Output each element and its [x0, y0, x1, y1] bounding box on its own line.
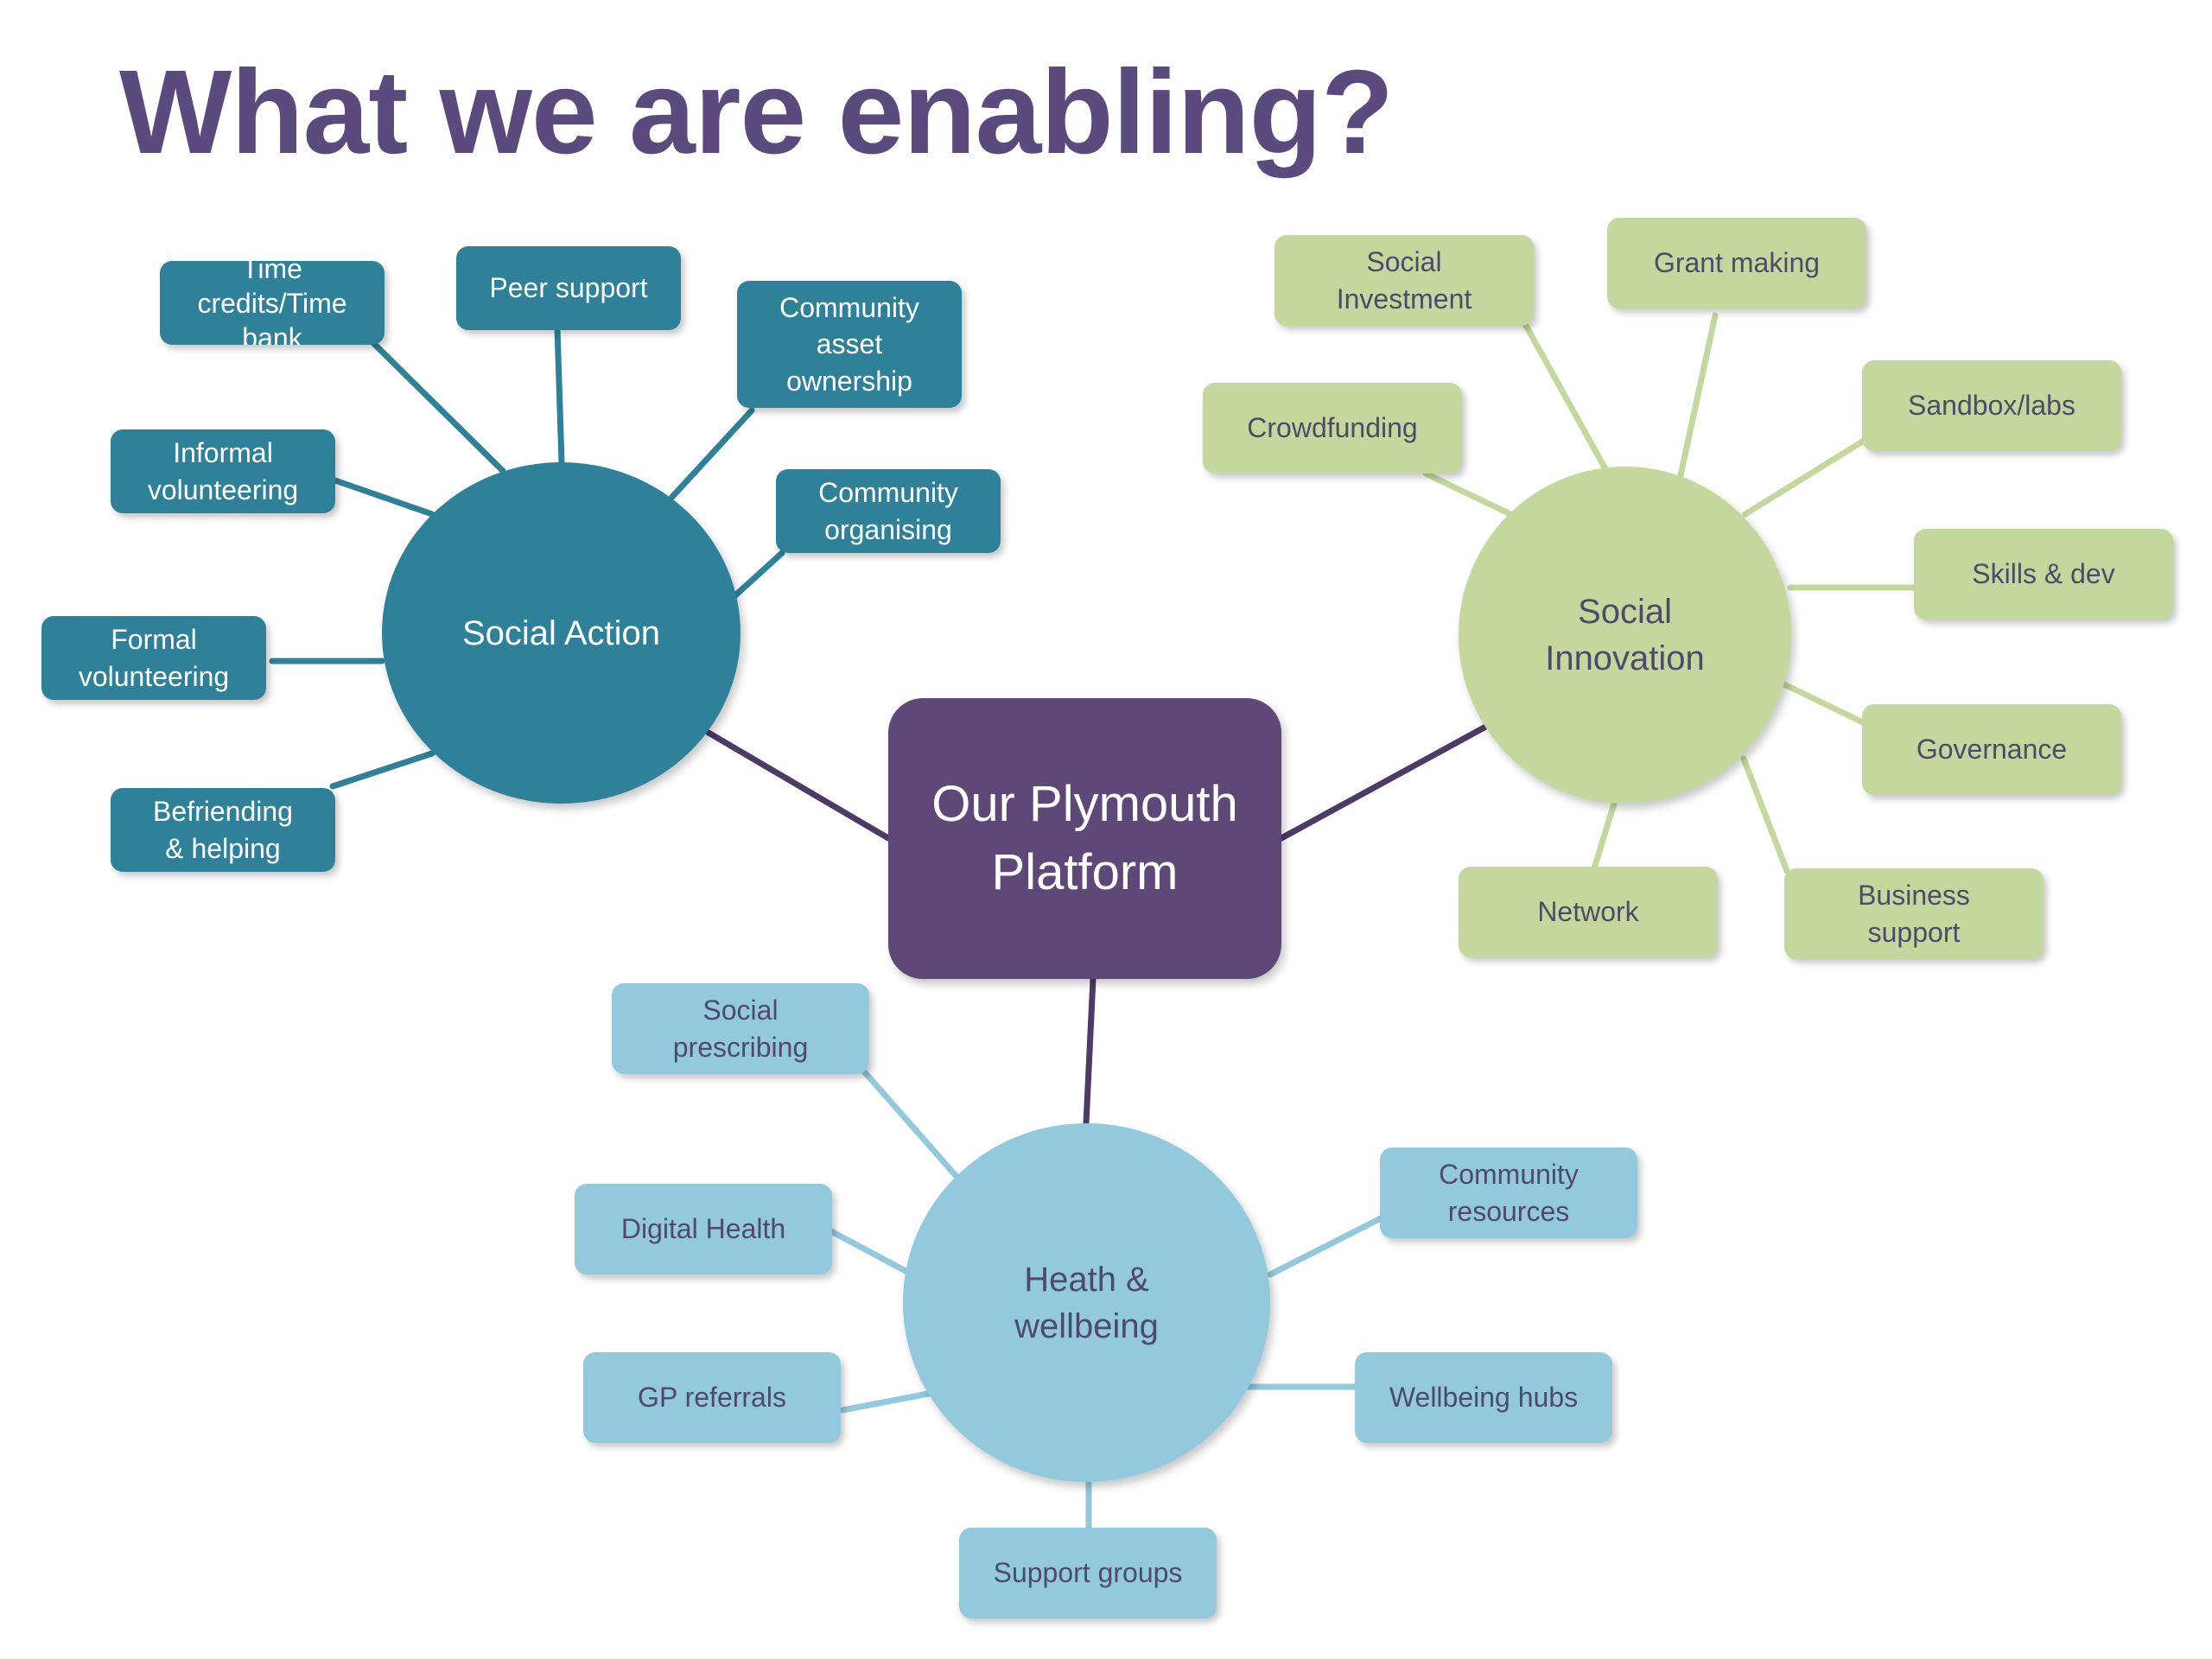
connector-center-social-action [705, 729, 892, 842]
node-network: Network [1459, 867, 1718, 957]
node-community-asset-ownership: Community asset ownership [737, 281, 962, 408]
social-action-hub: Social Action [382, 462, 741, 804]
node-governance: Governance [1862, 704, 2121, 795]
social-action-connectors [269, 325, 785, 790]
node-community-organising: Community organising [776, 469, 1001, 553]
node-support-groups: Support groups [959, 1528, 1217, 1618]
connector-gp-referrals [839, 1388, 945, 1414]
center-connectors [705, 721, 1494, 1127]
connector-community-resources [1267, 1215, 1384, 1278]
health-wellbeing-connectors [828, 1068, 1384, 1533]
connector-social-investment [1522, 321, 1612, 479]
social-innovation-connectors [1422, 312, 1920, 874]
connector-governance [1781, 681, 1870, 728]
health-wellbeing-hub: Heath & wellbeing [903, 1123, 1270, 1482]
node-digital-health: Digital Health [575, 1184, 832, 1274]
node-time-credits: Time credits/Time bank [160, 261, 385, 345]
connector-time-credits [368, 338, 506, 474]
connector-business-support [1740, 755, 1790, 874]
connector-sandbox-labs [1742, 433, 1874, 518]
node-wellbeing-hubs: Wellbeing hubs [1355, 1352, 1612, 1443]
page-title: What we are enabling? [119, 46, 1394, 179]
connector-informal-volunteering [329, 476, 435, 518]
node-business-support: Business support [1784, 868, 2044, 959]
connector-social-prescribing [861, 1068, 963, 1183]
node-grant-making: Grant making [1607, 218, 1866, 308]
connector-peer-support [554, 325, 565, 466]
node-informal-volunteering: Informal volunteering [111, 429, 335, 513]
connector-digital-health [828, 1228, 911, 1275]
connector-community-asset [669, 407, 755, 500]
social-innovation-hub: Social Innovation [1459, 467, 1791, 804]
node-befriending-helping: Befriending & helping [111, 788, 335, 872]
node-gp-referrals: GP referrals [583, 1352, 841, 1443]
node-crowdfunding: Crowdfunding [1203, 383, 1462, 474]
connector-community-organising [731, 550, 785, 600]
center-platform-box: Our Plymouth Platform [888, 698, 1281, 979]
connector-crowdfunding [1422, 470, 1514, 518]
node-peer-support: Peer support [456, 246, 681, 330]
connector-center-health-wellbeing [1083, 976, 1096, 1127]
connector-befriending [329, 750, 435, 790]
connector-network [1591, 800, 1618, 872]
node-social-prescribing: Social prescribing [612, 983, 869, 1074]
node-sandbox-labs: Sandbox/labs [1862, 360, 2121, 451]
connector-grant-making [1677, 312, 1719, 479]
node-skills-dev: Skills & dev [1914, 529, 2173, 620]
node-social-investment: Social Investment [1274, 235, 1534, 326]
node-formal-volunteering: Formal volunteering [41, 616, 266, 700]
connector-center-social-innovation [1278, 721, 1494, 842]
node-community-resources: Community resources [1380, 1147, 1637, 1238]
